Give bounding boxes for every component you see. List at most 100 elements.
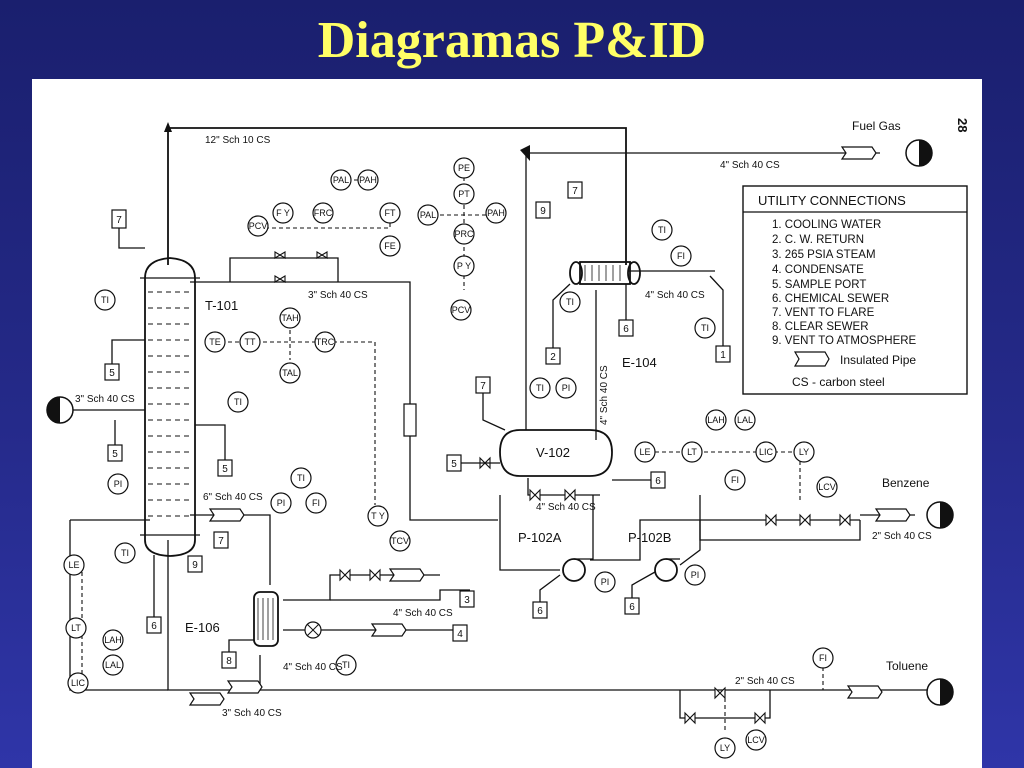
svg-text:FI: FI — [731, 475, 739, 485]
instrument-pi: PI — [555, 377, 577, 399]
utility-box: 6 — [650, 471, 666, 489]
instrument-ti: TI — [694, 317, 716, 339]
svg-text:LAH: LAH — [104, 635, 122, 645]
instrument-py: P Y — [453, 255, 475, 277]
svg-text:7: 7 — [218, 536, 224, 547]
instrument-lah: LAH — [705, 409, 727, 431]
utility-box: 7 — [213, 531, 229, 549]
pipe-label: 6" Sch 40 CS — [203, 492, 263, 503]
utility-box: 6 — [624, 597, 640, 615]
svg-text:5: 5 — [222, 464, 228, 475]
svg-text:LT: LT — [687, 447, 697, 457]
signal-lines — [81, 170, 824, 730]
svg-text:LCV: LCV — [747, 735, 765, 745]
svg-text:TT: TT — [245, 337, 256, 347]
insulated-pipe-symbols — [188, 146, 911, 706]
instrument-fe: FE — [379, 235, 401, 257]
svg-text:6: 6 — [629, 602, 635, 613]
valves — [274, 251, 851, 725]
instrument-tah: TAH — [279, 307, 301, 329]
stream-toluene: Toluene — [886, 659, 928, 673]
equipment-p102b-label: P-102B — [628, 530, 671, 545]
utility-box: 3 — [459, 590, 475, 608]
svg-text:TI: TI — [701, 323, 709, 333]
legend-item: 9. VENT TO ATMOSPHERE — [772, 335, 917, 347]
legend-item: 2. C. W. RETURN — [772, 234, 864, 246]
instrument-ti: TI — [290, 467, 312, 489]
instrument-ly: LY — [793, 441, 815, 463]
utility-box: 9 — [535, 201, 551, 219]
svg-text:TI: TI — [536, 383, 544, 393]
instrument-pi: PI — [270, 492, 292, 514]
svg-text:FT: FT — [385, 208, 396, 218]
utility-box: 9 — [187, 555, 203, 573]
svg-text:LY: LY — [799, 447, 809, 457]
instrument-pt: PT — [453, 183, 475, 205]
svg-text:9: 9 — [540, 206, 546, 217]
instrument-pcv: PCV — [450, 299, 472, 321]
page-number: 28 — [955, 118, 970, 132]
equipment-e106-label: E-106 — [185, 620, 220, 635]
svg-text:TI: TI — [101, 295, 109, 305]
instrument-lal: LAL — [734, 409, 756, 431]
instrument-ti: TI — [335, 654, 357, 676]
exchanger-e104 — [569, 261, 641, 285]
utility-box: 7 — [111, 209, 127, 229]
svg-text:FRC: FRC — [314, 208, 333, 218]
svg-text:TI: TI — [342, 660, 350, 670]
utility-box: 4 — [452, 624, 468, 642]
pipe-label: 4" Sch 40 CS — [599, 365, 610, 425]
svg-text:PI: PI — [691, 570, 700, 580]
instrument-lcv: LCV — [816, 476, 838, 498]
svg-text:F Y: F Y — [276, 208, 290, 218]
pipe-label: 2" Sch 40 CS — [872, 531, 932, 542]
svg-text:TAL: TAL — [282, 368, 298, 378]
svg-text:2: 2 — [550, 352, 556, 363]
svg-text:TI: TI — [234, 397, 242, 407]
utility-boxes: 7 5 5 5 6 9 7 8 3 4 7 5 6 9 7 2 6 1 6 6 — [104, 181, 731, 669]
svg-text:PCV: PCV — [452, 305, 471, 315]
legend-cs-note: CS - carbon steel — [792, 375, 885, 389]
pump-p102a — [562, 558, 593, 582]
process-lines — [69, 122, 930, 719]
svg-text:LAL: LAL — [105, 660, 121, 670]
svg-text:6: 6 — [537, 606, 543, 617]
svg-text:LE: LE — [68, 560, 79, 570]
utility-box: 7 — [567, 181, 583, 199]
legend-item: 3. 265 PSIA STEAM — [772, 249, 876, 261]
legend-item: 1. COOLING WATER — [772, 219, 881, 231]
instrument-frc: FRC — [312, 202, 334, 224]
instrument-ti: TI — [529, 377, 551, 399]
svg-text:6: 6 — [655, 476, 661, 487]
pid-diagram-sheet: T-101 V-102 E-104 E-106 P-102A P-102B — [32, 79, 982, 768]
svg-text:PT: PT — [458, 189, 470, 199]
instrument-pcv: PCV — [247, 215, 269, 237]
instrument-prc: PRC — [453, 223, 475, 245]
svg-text:LCV: LCV — [818, 482, 836, 492]
instrument-pah: PAH — [485, 202, 507, 224]
legend-item: 5. SAMPLE PORT — [772, 279, 866, 291]
instrument-le: LE — [63, 554, 85, 576]
instrument-lal: LAL — [102, 654, 124, 676]
svg-text:FI: FI — [677, 251, 685, 261]
pipe-labels: 12" Sch 10 CS 4" Sch 40 CS 3" Sch 40 CS … — [203, 135, 932, 719]
svg-text:PI: PI — [562, 383, 571, 393]
instrument-lic: LIC — [755, 441, 777, 463]
svg-text:LE: LE — [639, 447, 650, 457]
svg-text:T Y: T Y — [371, 511, 385, 521]
slide-title: Diagramas P&ID — [317, 12, 707, 69]
legend-item: 8. CLEAR SEWER — [772, 321, 869, 333]
svg-text:7: 7 — [480, 381, 486, 392]
svg-text:PAH: PAH — [487, 208, 505, 218]
utility-box: 5 — [104, 363, 120, 381]
instrument-ly: LY — [714, 737, 736, 759]
svg-text:TAH: TAH — [281, 313, 298, 323]
svg-text:3: 3 — [464, 595, 470, 606]
svg-text:5: 5 — [451, 459, 457, 470]
stream-benzene: Benzene — [882, 476, 930, 490]
svg-text:6: 6 — [623, 324, 629, 335]
utility-box: 5 — [446, 454, 462, 472]
instrument-lt: LT — [65, 617, 87, 639]
svg-text:FI: FI — [312, 498, 320, 508]
instrument-lic: LIC — [67, 672, 89, 694]
